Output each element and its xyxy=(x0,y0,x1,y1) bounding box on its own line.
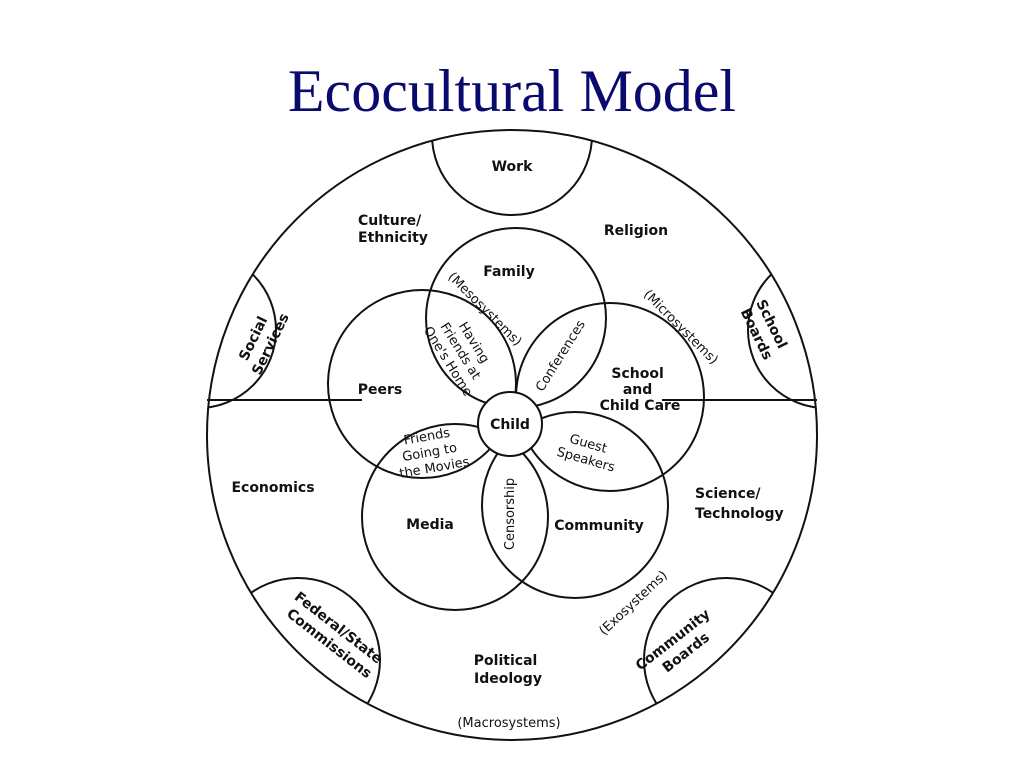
economics-label: Economics xyxy=(231,480,314,496)
political-label: Political Ideology xyxy=(474,653,542,687)
friends-movies-label: Friends Going to the Movies xyxy=(393,423,471,482)
work-label: Work xyxy=(492,159,533,175)
family-label: Family xyxy=(483,264,535,280)
community-label: Community xyxy=(554,518,644,534)
child-circle xyxy=(477,391,543,457)
conferences-label: Conferences xyxy=(533,318,589,395)
school-label: School and Child Care xyxy=(600,366,681,414)
religion-label: Religion xyxy=(604,223,668,239)
censorship-label: Censorship xyxy=(503,478,518,550)
guest-speakers-label: Guest Speakers xyxy=(555,429,621,475)
exosystems-label: (Exosystems) xyxy=(597,568,671,639)
media-circle xyxy=(361,423,549,611)
social-services-segment xyxy=(207,251,277,409)
microsystems-label: (Microsystems) xyxy=(640,287,721,368)
page-title: Ecocultural Model xyxy=(287,58,737,124)
school-boards-segment xyxy=(747,251,817,409)
social-services-label: Social Services xyxy=(233,303,293,378)
macrosystems-label: (Macrosystems) xyxy=(457,716,560,731)
macrosystem-circle xyxy=(206,129,818,741)
peers-label: Peers xyxy=(358,382,403,398)
culture-label: Culture/ Ethnicity xyxy=(358,213,428,246)
media-label: Media xyxy=(406,517,454,533)
child-label: Child xyxy=(490,417,530,433)
community-boards-label: Community Boards xyxy=(633,603,728,688)
science-label: Science/ Technology xyxy=(695,486,784,522)
federal-state-label: Federal/State Commissions xyxy=(280,589,389,684)
school-boards-label: School Boards xyxy=(736,297,792,363)
community-circle xyxy=(481,411,669,599)
